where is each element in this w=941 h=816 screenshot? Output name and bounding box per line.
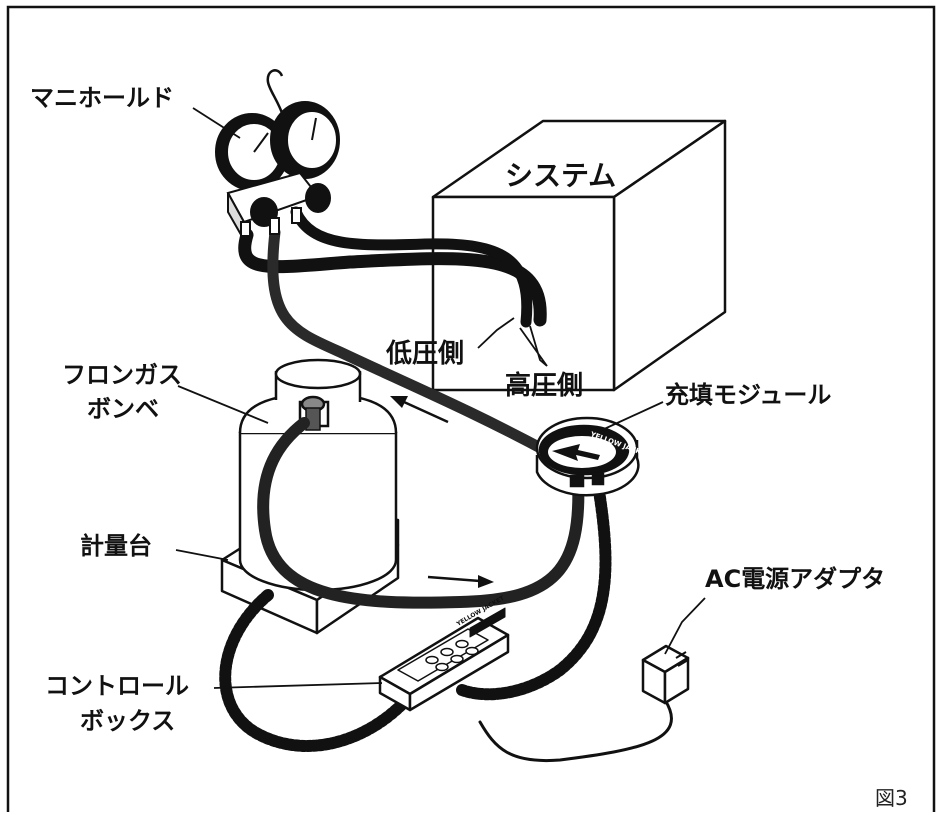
label-freon-cylinder-line2: ボンベ: [87, 395, 159, 423]
label-system: システム: [505, 159, 617, 192]
system-box: [431, 119, 727, 392]
manifold-gauges: [215, 69, 340, 244]
label-ac-adapter: AC電源アダプタ: [705, 565, 886, 593]
figure-number: 図3: [875, 786, 908, 810]
ac-adapter: [641, 644, 690, 705]
label-scale: 計量台: [80, 532, 152, 560]
label-manifold: マニホールド: [30, 84, 174, 112]
charging-module: YELLOW JACKET: [535, 416, 651, 497]
label-high-side: 高圧側: [505, 371, 584, 401]
label-low-side: 低圧側: [386, 339, 465, 369]
freon-cylinder: [238, 358, 398, 592]
label-charging-module: 充填モジュール: [665, 381, 832, 409]
label-freon-cylinder-line1: フロンガス: [62, 361, 182, 389]
label-control-box-line1: コントロール: [45, 672, 189, 700]
label-control-box-line2: ボックス: [80, 707, 176, 735]
coiled-cords: [219, 479, 612, 752]
hoses: [238, 206, 673, 763]
flow-arrows: [390, 396, 494, 588]
figure-frame: [6, 5, 936, 812]
leader-lines: [175, 107, 706, 689]
